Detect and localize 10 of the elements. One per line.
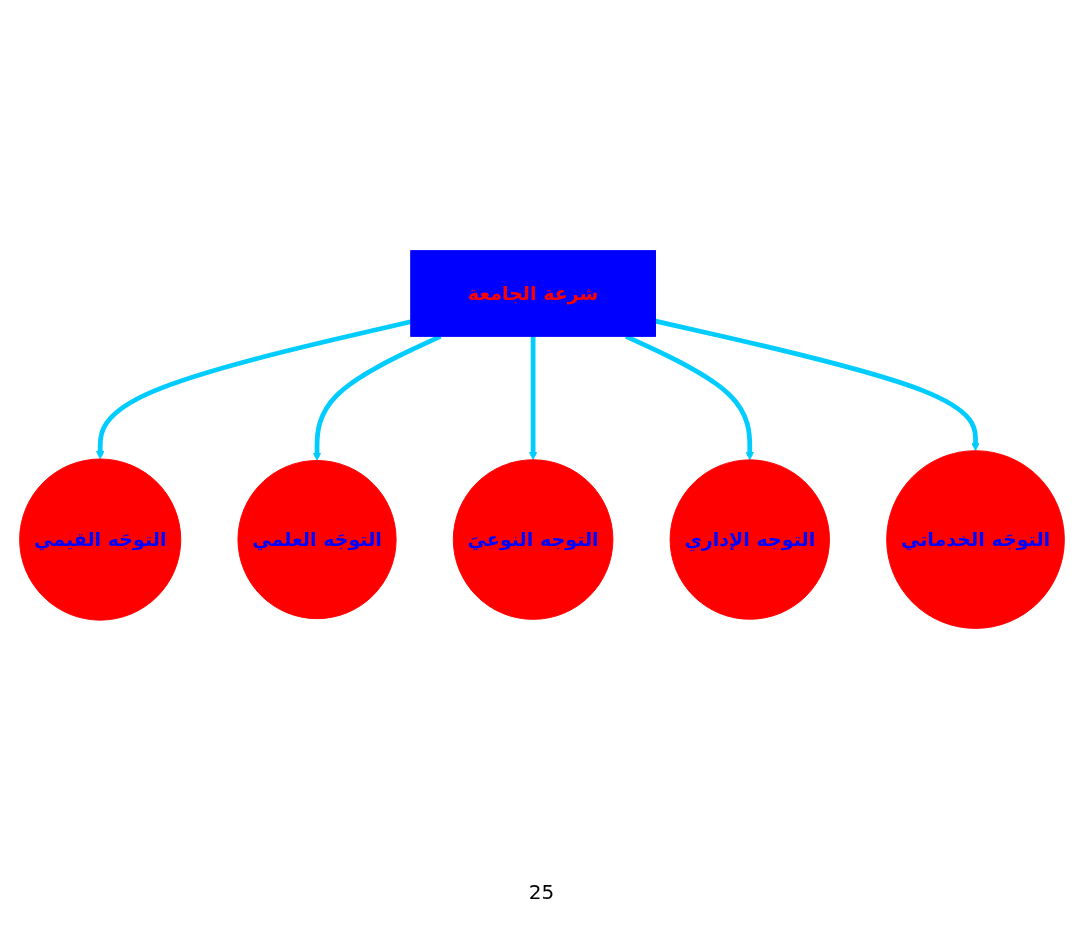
node-circle: التوجَه العلمي — [236, 460, 397, 620]
arrow — [528, 336, 537, 461]
arrow — [654, 319, 980, 452]
node-circle: التوجَه الخدماتي — [885, 450, 1065, 630]
node-circle: التوجَه القيمي — [18, 459, 181, 622]
page-number: 25 — [527, 880, 556, 904]
arrow — [95, 319, 411, 460]
node-circle: التوجه النوعيَ — [452, 459, 613, 621]
node-circle: التوجه الإداري — [669, 459, 830, 621]
node-box: شرعة الجامعة — [409, 250, 656, 338]
